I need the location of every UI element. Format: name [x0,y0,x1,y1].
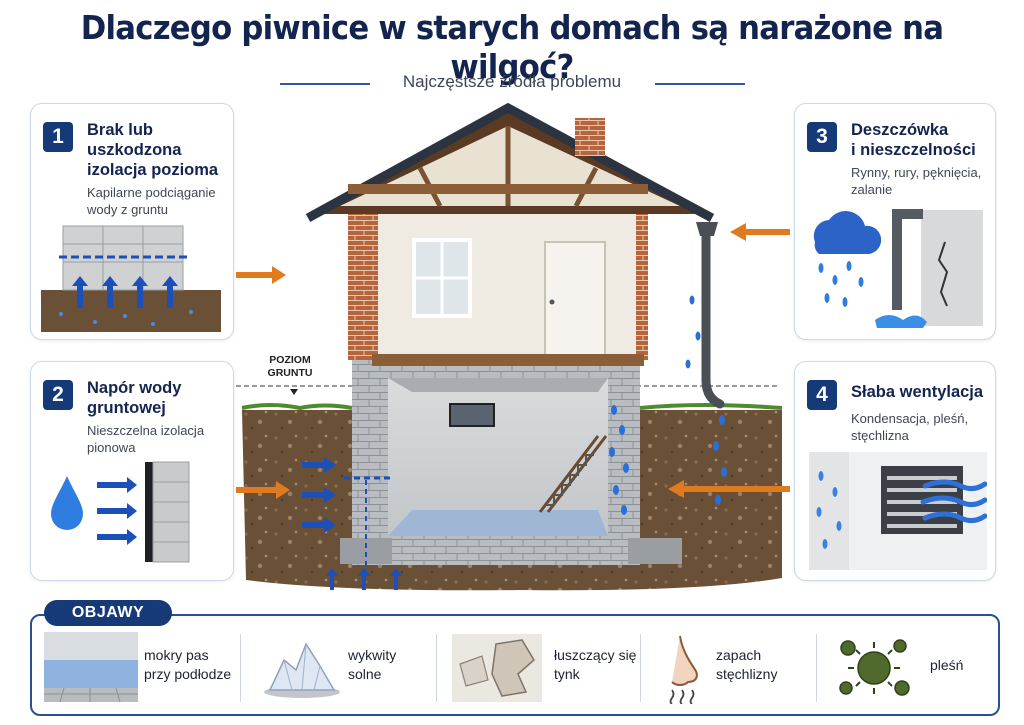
basement-window [449,403,495,427]
card-number: 2 [43,380,73,410]
symptom-line: solne [348,666,382,682]
subtitle-right-rule [655,83,745,85]
symptom-line: wykwity [348,647,397,663]
symptom-label-4: zapach stęchlizny [716,646,777,684]
basement-interior [388,378,608,536]
card-title: Brak lub uszkodzona izolacja pozioma [87,120,218,180]
page-title: Dlaczego piwnice w starych domach są nar… [80,8,944,86]
divider [436,634,437,702]
title-line: uszkodzona [87,141,182,159]
footing-left [340,538,392,564]
ventilation-illustration [809,452,987,570]
cause-card-2: 2 Napór wody gruntowej Nieszczelna izola… [30,361,234,581]
ground-label-line-1: POZIOM [269,354,311,366]
downpipe [701,223,725,409]
peeling-plaster-icon [452,634,542,702]
card-number: 4 [807,380,837,410]
rain-cloud-icon [813,211,882,254]
symptom-line: zapach [716,647,762,663]
water-pressure-illustration [51,461,190,563]
house-cross-section-diagram [236,102,790,591]
subtitle-row: Najczęstsze źródła problemu [0,72,1024,96]
symptom-label-1: mokry pas przy podłodze [144,646,231,684]
symptom-line: mokry pas [144,647,209,663]
desc-line: stęchlizna [851,428,909,443]
cause-card-3: 3 Deszczówka i nieszczelności Rynny, rur… [794,103,996,340]
ground-level-label: POZIOM GRUNTU [262,354,318,380]
desc-line: Nieszczelna izolacja [87,423,205,438]
subtitle: Najczęstsze źródła problemu [402,72,622,91]
symptom-line: stęchlizny [716,666,778,682]
basement-ceiling [388,378,608,392]
wet-wall-icon [44,632,138,702]
card-description: Rynny, rury, pęknięcia, zalanie [851,164,981,198]
subtitle-left-rule [280,83,370,85]
wall-moisture-drops [609,405,629,515]
title-line: Brak lub [87,121,154,139]
symptom-label-2: wykwity solne [348,646,396,684]
rain-gutter-illustration [813,209,983,328]
title-line: Słaba wentylacja [851,383,984,401]
symptom-line: pleśń [930,657,964,673]
title-line: i nieszczelności [851,141,976,159]
stair-steps [546,454,594,506]
rain-drops [685,295,727,505]
ground-level-marker [290,389,298,395]
divider [816,634,817,702]
floor-beams [372,354,644,366]
symptom-label-3: łuszczący się tynk [554,646,636,684]
card-description: Kondensacja, pleśń, stęchlizna [851,410,968,444]
symptom-line: tynk [554,666,580,682]
desc-line: wody z gruntu [87,202,168,217]
desc-line: pionowa [87,440,136,455]
water-drop-icon [51,476,83,530]
desc-line: Rynny, rury, pęknięcia, [851,165,982,180]
mold-spore-icon [839,639,910,696]
desc-line: zalanie [851,182,893,197]
card-number: 1 [43,122,73,152]
cause-card-4: 4 Słaba wentylacja Kondensacja, pleśń, s… [794,361,996,581]
title-line: izolacja pozioma [87,161,219,179]
card-description: Nieszczelna izolacja pionowa [87,422,204,456]
capillary-rise-illustration [41,225,221,332]
symptoms-badge: OBJAWY [44,600,172,626]
divider [240,634,241,702]
title-line: Deszczówka [851,121,949,139]
card-number: 3 [807,122,837,152]
card-title: Deszczówka i nieszczelności [851,120,976,160]
grass-left [241,403,353,411]
symptom-label-5: pleśń [930,656,963,675]
cause-card-1: 1 Brak lub uszkodzona izolacja pozioma K… [30,103,234,340]
capillary-arrows [326,568,402,590]
ground-label-line-2: GRUNTU [267,367,313,379]
card-title: Napór wody gruntowej [87,378,181,418]
chimney [575,118,605,156]
desc-line: Kondensacja, pleśń, [851,411,969,426]
nose-icon [669,635,698,704]
salt-crystal-icon [264,642,340,698]
basement-floor-puddle [388,510,608,536]
roof-tiles [305,102,715,222]
footing-right [628,538,682,564]
card-description: Kapilarne podciąganie wody z gruntu [87,184,216,218]
orange-arrows [236,223,790,499]
divider [640,634,641,702]
symptom-line: łuszczący się [554,647,637,663]
water-pressure-arrows [302,457,336,533]
symptom-line: przy podłodze [144,666,232,682]
title-line: Napór wody [87,379,182,397]
desc-line: Kapilarne podciąganie [87,185,216,200]
grass-right [639,403,783,410]
card-title: Słaba wentylacja [851,382,983,402]
title-line: gruntowej [87,399,166,417]
room-door [544,241,606,357]
